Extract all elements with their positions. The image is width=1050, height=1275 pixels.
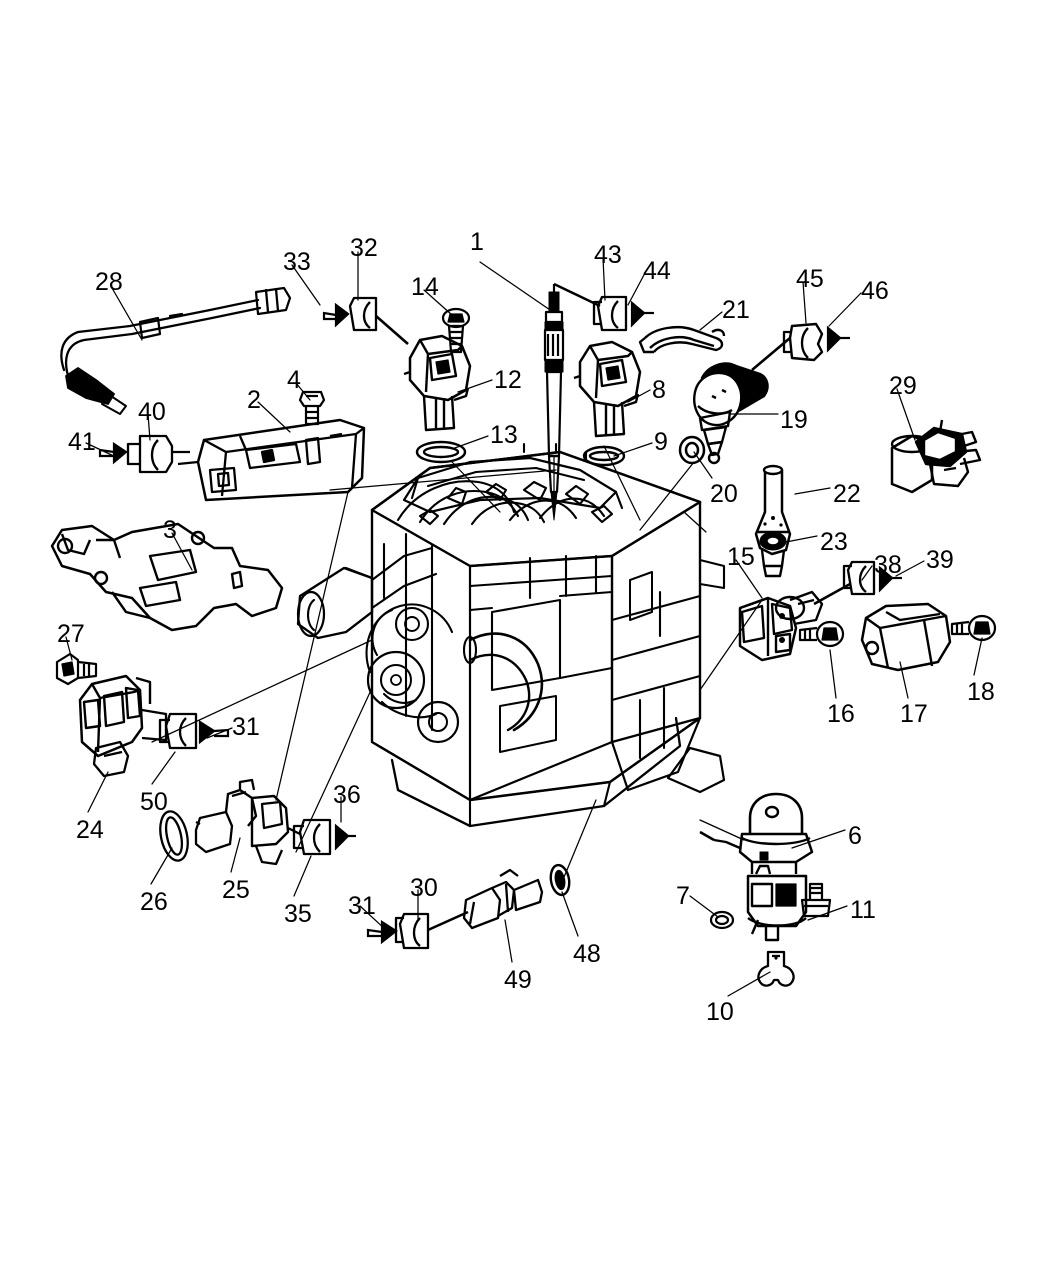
part-9-o-ring bbox=[582, 445, 626, 467]
callout-label-15: 15 bbox=[727, 543, 755, 571]
callout-label-23: 23 bbox=[820, 528, 848, 556]
part-10-plug bbox=[757, 950, 795, 987]
callout-label-26: 26 bbox=[140, 888, 168, 916]
part-32-connector bbox=[348, 296, 409, 345]
part-25-sensor-assembly bbox=[194, 778, 301, 866]
part-31-retainer-clip bbox=[198, 719, 230, 745]
part-19-sensor bbox=[693, 337, 791, 465]
callout-label-43: 43 bbox=[594, 241, 622, 269]
callout-label-16: 16 bbox=[827, 700, 855, 728]
part-31b-retainer-clip bbox=[366, 919, 398, 945]
callout-label-30: 30 bbox=[410, 874, 438, 902]
callout-label-20: 20 bbox=[710, 480, 738, 508]
part-39-retainer-clip bbox=[878, 565, 902, 593]
engine-block-assembly bbox=[296, 442, 726, 828]
callout-label-18: 18 bbox=[967, 678, 995, 706]
callout-label-48: 48 bbox=[573, 940, 601, 968]
part-24-sensor-module bbox=[78, 674, 168, 778]
part-45-connector bbox=[782, 322, 824, 362]
callout-label-3: 3 bbox=[163, 516, 177, 544]
part-29-connector-block bbox=[890, 419, 982, 494]
callout-label-11: 11 bbox=[850, 896, 876, 924]
part-27-bolt bbox=[55, 652, 98, 686]
callout-label-13: 13 bbox=[490, 421, 518, 449]
callout-label-29: 29 bbox=[889, 372, 917, 400]
part-46-retainer-clip bbox=[826, 325, 850, 353]
callout-label-9: 9 bbox=[654, 428, 668, 456]
callout-label-44: 44 bbox=[643, 257, 671, 285]
part-20-seal bbox=[678, 435, 706, 465]
part-40-connector bbox=[126, 434, 190, 474]
part-43-connector bbox=[592, 295, 628, 332]
callout-label-45: 45 bbox=[796, 265, 824, 293]
part-38-connector bbox=[842, 560, 876, 596]
callout-label-46: 46 bbox=[861, 277, 889, 305]
part-4-sensor bbox=[298, 390, 326, 426]
callout-label-7: 7 bbox=[676, 882, 690, 910]
part-18-screw bbox=[950, 614, 997, 642]
callout-label-39: 39 bbox=[926, 546, 954, 574]
part-23-seal bbox=[759, 531, 787, 551]
part-17-cover bbox=[860, 602, 952, 672]
callout-label-14: 14 bbox=[411, 273, 439, 301]
callout-label-28: 28 bbox=[95, 268, 123, 296]
callout-label-40: 40 bbox=[138, 398, 166, 426]
part-30-connector bbox=[394, 912, 430, 950]
callout-label-31b: 31 bbox=[348, 892, 376, 920]
callout-label-38: 38 bbox=[874, 551, 902, 579]
callout-label-19: 19 bbox=[780, 406, 808, 434]
callout-label-22: 22 bbox=[833, 480, 861, 508]
part-3-mounting-bracket bbox=[50, 522, 284, 632]
part-41-retainer-clip bbox=[98, 441, 128, 465]
callout-label-32: 32 bbox=[350, 234, 378, 262]
part-7-seal bbox=[709, 910, 735, 930]
part-48-seal bbox=[549, 863, 571, 897]
part-14-bolt bbox=[441, 307, 471, 354]
part-13-o-ring bbox=[415, 440, 467, 464]
part-26-o-ring bbox=[159, 810, 189, 862]
callout-label-17: 17 bbox=[900, 700, 928, 728]
callout-label-2: 2 bbox=[247, 386, 261, 414]
part-6-solenoid bbox=[699, 792, 814, 874]
part-50-connector bbox=[158, 712, 198, 750]
part-15-switch bbox=[738, 582, 851, 662]
part-35-connector bbox=[292, 818, 332, 856]
part-44-retainer-clip bbox=[630, 300, 654, 328]
callout-label-27: 27 bbox=[57, 620, 85, 648]
part-21-spring-clip bbox=[638, 326, 726, 354]
leader-lines bbox=[65, 251, 983, 997]
callout-label-6: 6 bbox=[848, 822, 862, 850]
part-12-camshaft-sensor bbox=[403, 334, 472, 432]
callout-label-35: 35 bbox=[284, 900, 312, 928]
callout-label-31: 31 bbox=[232, 713, 260, 741]
part-28-sensor-lead bbox=[60, 286, 292, 415]
callout-label-4: 4 bbox=[287, 366, 301, 394]
part-2-control-module bbox=[177, 418, 366, 502]
part-33-retainer-clip bbox=[322, 302, 350, 328]
part-16-bolt bbox=[798, 620, 845, 648]
callout-label-25: 25 bbox=[222, 876, 250, 904]
part-1-glow-plug bbox=[543, 282, 601, 521]
part-11-bolt bbox=[800, 882, 832, 918]
callout-label-10: 10 bbox=[706, 998, 734, 1026]
callout-label-33: 33 bbox=[283, 248, 311, 276]
callout-label-49: 49 bbox=[504, 966, 532, 994]
part-36-retainer-clip bbox=[334, 823, 356, 851]
callout-label-12: 12 bbox=[494, 366, 522, 394]
part-8-camshaft-sensor bbox=[573, 340, 642, 438]
callout-label-1: 1 bbox=[470, 228, 484, 256]
callout-label-36: 36 bbox=[333, 781, 361, 809]
callout-label-24: 24 bbox=[76, 816, 104, 844]
callout-label-21: 21 bbox=[722, 296, 750, 324]
callout-label-41: 41 bbox=[68, 428, 96, 456]
part-6b-valve-body bbox=[746, 864, 808, 942]
part-22-sensor-body bbox=[754, 464, 792, 578]
part-49-temperature-sender bbox=[427, 868, 544, 932]
callout-label-50: 50 bbox=[140, 788, 168, 816]
callout-label-8: 8 bbox=[652, 376, 666, 404]
